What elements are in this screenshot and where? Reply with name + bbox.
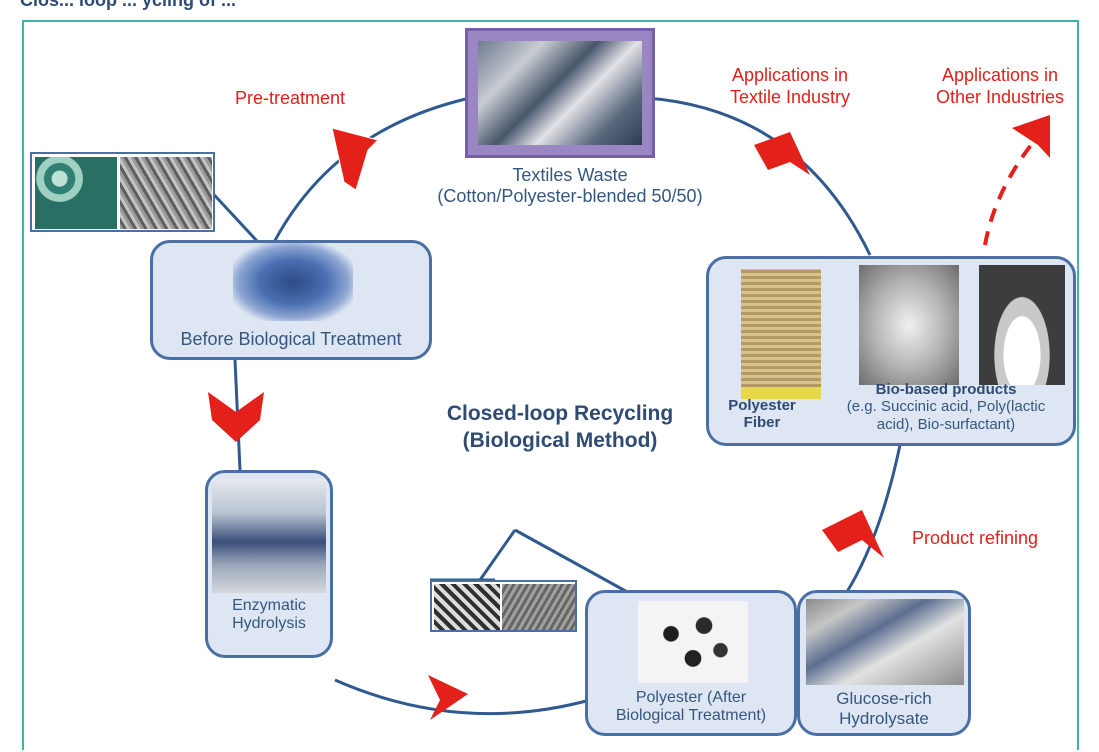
glucose-hydrolysate-box: Glucose-rich Hydrolysate — [797, 590, 971, 736]
polyester-fiber-label: Polyester Fiber — [717, 397, 807, 432]
textiles-waste-title: Textiles Waste — [512, 165, 628, 185]
figure-frame — [22, 20, 1079, 750]
diagram-title-line1: Closed-loop Recycling — [446, 402, 674, 425]
blue-fabric-photo — [233, 243, 353, 321]
polyester-fiber-spool-photo — [741, 269, 821, 399]
polyester-fiber-line1: Polyester — [728, 397, 796, 414]
chevron-product-refining — [822, 510, 884, 558]
bio-product-sample-photo — [859, 265, 959, 385]
textiles-waste-label: Textiles Waste (Cotton/Polyester-blended… — [420, 165, 720, 206]
top-caption-text: Clos... loop ... ycling of ... — [20, 0, 237, 10]
dashed-arrow-other-industries — [983, 138, 1037, 246]
bio-products-line2: acid), Bio-surfactant) — [876, 415, 1016, 433]
apps-textile-line2: Textile Industry — [729, 86, 851, 107]
polyester-fragments-photo — [638, 601, 748, 683]
enzymatic-hydrolysis-box: Enzymatic Hydrolysis — [205, 470, 333, 658]
apps-textile-line1: Applications in — [731, 65, 849, 85]
textiles-waste-subtitle: (Cotton/Polyester-blended 50/50) — [437, 185, 703, 206]
bio-product-crystals-photo — [979, 265, 1065, 385]
sem-image-before — [30, 152, 215, 232]
diagram-title: Closed-loop Recycling (Biological Method… — [430, 400, 690, 455]
glucose-line2: Hydrolysate — [839, 708, 929, 728]
chevron-down-icon — [208, 392, 264, 442]
bio-products-title: Bio-based products — [875, 381, 1017, 398]
diagram-title-line2: (Biological Method) — [462, 429, 658, 453]
before-treatment-label: Before Biological Treatment — [180, 329, 402, 349]
enzymatic-line1: Enzymatic — [232, 597, 306, 614]
arrowhead-other-industries — [1012, 115, 1050, 158]
apps-other-label: Applications in Other Industries — [915, 65, 1085, 108]
sem-image-after — [430, 580, 577, 632]
arc-enzymatic-to-polyester — [334, 678, 591, 716]
bio-products-line1: (e.g. Succinic acid, Poly(lactic — [846, 398, 1046, 416]
chevron-pretreatment — [331, 127, 379, 191]
product-refining-label: Product refining — [912, 528, 1039, 548]
glucose-line1: Glucose-rich — [836, 689, 932, 708]
polyester-fiber-line2: Fiber — [743, 414, 781, 432]
hydrolysate-tubes-photo — [806, 599, 964, 685]
callout-polyester-sem-diag — [478, 529, 517, 581]
polyester-after-box: Polyester (After Biological Treatment) — [585, 590, 797, 736]
enzymatic-reactor-photo — [212, 479, 326, 593]
polyester-after-line1: Polyester (After — [635, 689, 747, 706]
enzymatic-line2: Hydrolysis — [232, 615, 306, 633]
apps-textile-label: Applications in Textile Industry — [705, 65, 875, 108]
bio-products-label: Bio-based products (e.g. Succinic acid, … — [823, 381, 1069, 433]
apps-other-line1: Applications in — [941, 65, 1059, 85]
polyester-after-label: Polyester (After Biological Treatment) — [588, 689, 794, 726]
apps-other-line2: Other Industries — [935, 86, 1065, 107]
polyester-after-line2: Biological Treatment) — [615, 707, 767, 725]
arc-glucose-to-products — [843, 444, 902, 596]
chevron-right-icon — [428, 675, 468, 720]
bio-products-box: Polyester Fiber Bio-based products (e.g.… — [706, 256, 1076, 446]
textiles-waste-photo — [465, 28, 655, 158]
before-treatment-box: Before Biological Treatment — [150, 240, 432, 360]
enzymatic-label: Enzymatic Hydrolysis — [208, 597, 330, 634]
glucose-label: Glucose-rich Hydrolysate — [800, 689, 968, 728]
chevron-textile-apps — [754, 132, 810, 175]
cropped-top-caption: Clos... loop ... ycling of ... — [0, 0, 1099, 14]
pretreatment-label: Pre-treatment — [234, 88, 346, 108]
